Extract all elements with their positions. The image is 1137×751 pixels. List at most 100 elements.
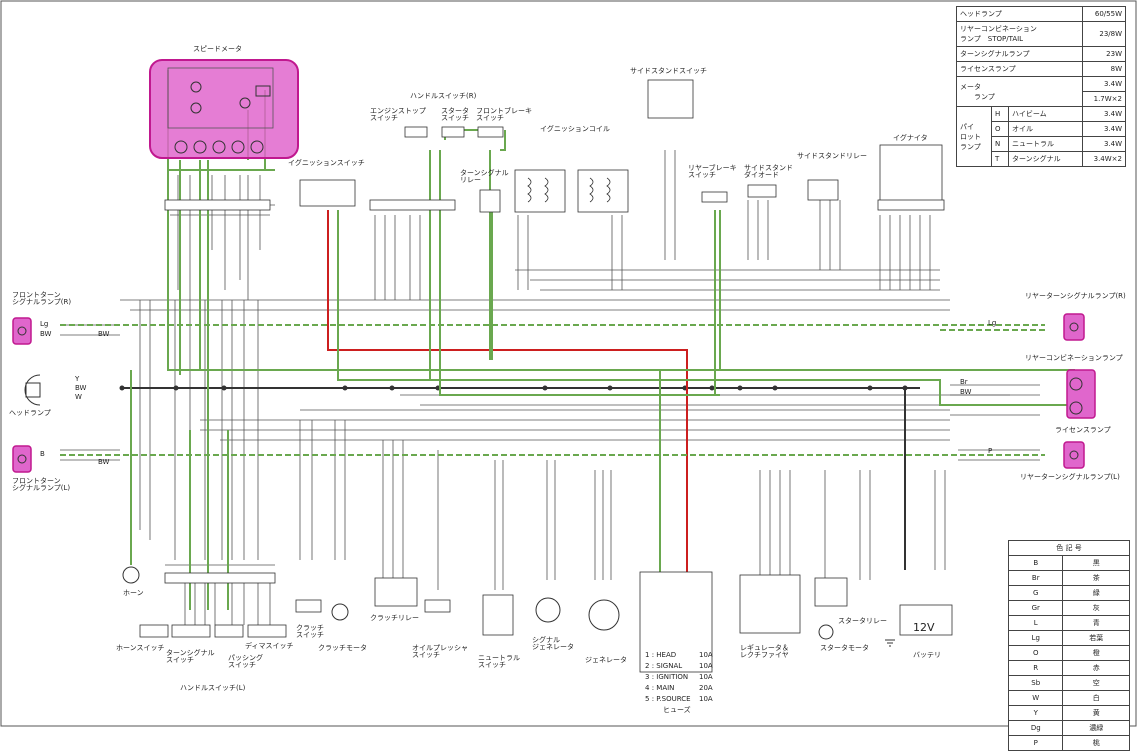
fuse-no: 4 — [645, 684, 650, 692]
label-side-stand-diode: サイドスタンド ダイオード — [744, 164, 793, 179]
color-name: 赤 — [1062, 660, 1130, 676]
pilot-code: T — [991, 151, 1009, 167]
wire-tag-br: Br — [960, 378, 968, 386]
label-starter-switch: スタータ スイッチ — [441, 107, 469, 122]
spec-row: ヘッドランプ 60/55W — [956, 6, 1126, 22]
color-code: W — [1007, 690, 1064, 706]
color-code: G — [1007, 585, 1064, 601]
label-turn-relay: ターンシグナル リレー — [460, 169, 509, 184]
color-name: 濃緑 — [1062, 720, 1130, 736]
wire-tag-bw-5: BW — [960, 388, 972, 396]
label-battery-voltage: 12V — [913, 621, 935, 634]
color-code: Gr — [1007, 600, 1064, 616]
label-front-brake: フロントブレーキ スイッチ — [476, 107, 532, 122]
label-ignition-coil: イグニッションコイル — [540, 125, 610, 133]
diagram-frame — [0, 0, 1137, 727]
fuse-row: 4 : MAIN 20A — [645, 683, 713, 694]
fuse-name: : P.SOURCE — [651, 695, 691, 703]
color-code: Sb — [1007, 675, 1064, 691]
spec-row: ライセンスランプ 8W — [956, 61, 1126, 77]
label-starter-relay: スタータリレー — [838, 617, 887, 625]
wire-tag-bw: BW — [40, 330, 52, 338]
color-name: 黄 — [1062, 705, 1130, 721]
pilot-name: ターンシグナル — [1008, 151, 1083, 167]
label-clutch-motor: クラッチモータ — [318, 644, 367, 652]
fuse-name: : SIGNAL — [651, 662, 683, 670]
head-lamp-symbol — [24, 374, 41, 406]
spec-value: 23W — [1082, 46, 1126, 62]
label-passing-switch: パッシング スイッチ — [228, 654, 263, 669]
spec-value: 23/8W — [1082, 21, 1126, 47]
color-name: 茶 — [1062, 570, 1130, 586]
fuse-amp: 10A — [699, 662, 713, 670]
color-name: 黒 — [1062, 555, 1130, 571]
label-front-turn-r: フロントターン シグナルランプ(R) — [12, 291, 72, 306]
color-name: 灰 — [1062, 600, 1130, 616]
spec-value: 8W — [1082, 61, 1126, 77]
color-code: R — [1007, 660, 1064, 676]
fuse-amp: 10A — [699, 673, 713, 681]
fuse-no: 5 — [645, 695, 650, 703]
label-ignition-switch: イグニッションスイッチ — [288, 159, 365, 167]
label-signal-generator: シグナル ジェネレータ — [532, 636, 574, 651]
spec-item: メータ ランプ — [956, 76, 1083, 107]
color-header-row: 色 記 号 — [1008, 540, 1130, 556]
pilot-title: パイ ロット ランプ — [956, 106, 992, 167]
fuse-legend: 1 : HEAD 10A 2 : SIGNAL 10A 3 : IGNITION… — [645, 650, 713, 716]
coil-windings — [527, 177, 611, 203]
speedometer-module — [149, 59, 299, 159]
pilot-code: H — [991, 106, 1009, 122]
color-code: P — [1007, 735, 1064, 751]
spec-row: ターンシグナルランプ 23W — [956, 46, 1126, 62]
color-name: 橙 — [1062, 645, 1130, 661]
label-neutral-switch: ニュートラル スイッチ — [478, 654, 520, 669]
fuse-amp: 10A — [699, 695, 713, 703]
label-speedometer: スピードメータ — [193, 45, 242, 53]
label-generator: ジェネレータ — [585, 656, 627, 664]
color-code: Dg — [1007, 720, 1064, 736]
wiring-diagram — [0, 0, 1137, 727]
pilot-value: 3.4W×2 — [1082, 151, 1126, 167]
fuse-name: : HEAD — [651, 651, 677, 659]
color-code: L — [1007, 615, 1064, 631]
wire-tag-y: Y — [75, 375, 80, 383]
fuse-row: 2 : SIGNAL 10A — [645, 661, 713, 672]
wire-tag-bw-2: BW — [98, 330, 110, 338]
fuse-amp: 10A — [699, 651, 713, 659]
color-header-2: 記 — [1065, 544, 1073, 552]
pilot-row: パイ ロット ランプ H ハイビーム 3.4W — [956, 106, 1126, 167]
wire-tag-p: P — [988, 447, 993, 455]
label-clutch-relay: クラッチリレー — [370, 614, 419, 622]
pilot-code: O — [991, 121, 1009, 137]
color-header-3: 号 — [1074, 544, 1082, 552]
fuse-amp: 20A — [699, 684, 713, 692]
bottom-components — [139, 571, 953, 673]
pilot-value: 3.4W — [1082, 106, 1126, 122]
pilot-code: N — [991, 136, 1009, 152]
color-name: 若葉 — [1062, 630, 1130, 646]
spec-item: リヤーコンビネーション ランプ STOP/TAIL — [956, 21, 1083, 47]
bus-nodes — [119, 385, 908, 391]
spec-row: リヤーコンビネーション ランプ STOP/TAIL 23/8W — [956, 21, 1126, 47]
label-rear-turn-l: リヤーターンシグナルランプ(L) — [1020, 473, 1120, 481]
pilot-name: オイル — [1008, 121, 1083, 137]
pilot-row: N ニュートラル 3.4W — [957, 136, 1126, 152]
color-name: 空 — [1062, 675, 1130, 691]
spec-value-2: 1.7W×2 — [1082, 91, 1126, 107]
fuse-name: : IGNITION — [651, 673, 689, 681]
color-name: 白 — [1062, 690, 1130, 706]
spec-item: ヘッドランプ — [956, 6, 1083, 22]
label-battery: バッテリ — [913, 651, 941, 659]
label-turn-switch: ターンシグナル スイッチ — [166, 649, 215, 664]
